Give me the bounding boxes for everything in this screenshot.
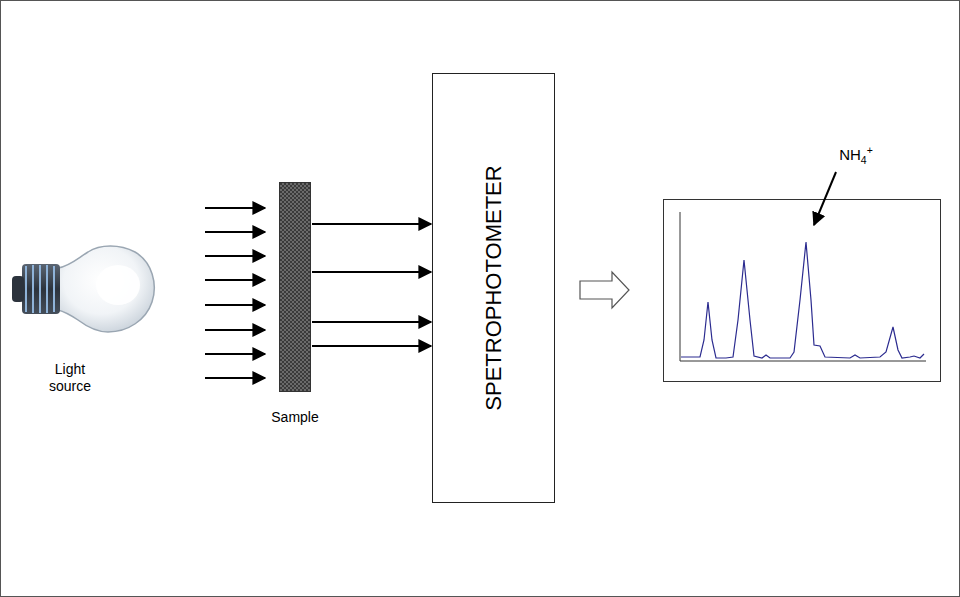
transmitted-light-arrow bbox=[312, 345, 431, 347]
light-arrow bbox=[205, 329, 265, 331]
hollow-arrow bbox=[580, 272, 629, 308]
instrument-name: SPETROPHOTOMETER bbox=[481, 165, 507, 410]
incident-light-arrows bbox=[205, 208, 265, 378]
sample-slab: Sample bbox=[279, 182, 311, 392]
spectrum-chart bbox=[664, 172, 941, 382]
light-bulb bbox=[12, 246, 154, 332]
light-arrow bbox=[205, 279, 265, 281]
spectrophotometer-box: SPETROPHOTOMETER bbox=[432, 73, 555, 503]
light-arrow bbox=[205, 353, 265, 355]
sample-label: Sample bbox=[271, 409, 318, 425]
light-arrow bbox=[205, 207, 265, 209]
transmitted-light-arrow bbox=[312, 223, 431, 225]
light-source-label: Light source bbox=[35, 361, 105, 395]
transmitted-light-arrow bbox=[312, 321, 431, 323]
sample-fill bbox=[279, 182, 311, 392]
light-arrow bbox=[205, 377, 265, 379]
light-arrow bbox=[205, 255, 265, 257]
light-arrow bbox=[205, 304, 265, 306]
light-arrow bbox=[205, 231, 265, 233]
light-path-arrow bbox=[312, 271, 431, 273]
ion-label: NH4+ bbox=[826, 146, 886, 164]
